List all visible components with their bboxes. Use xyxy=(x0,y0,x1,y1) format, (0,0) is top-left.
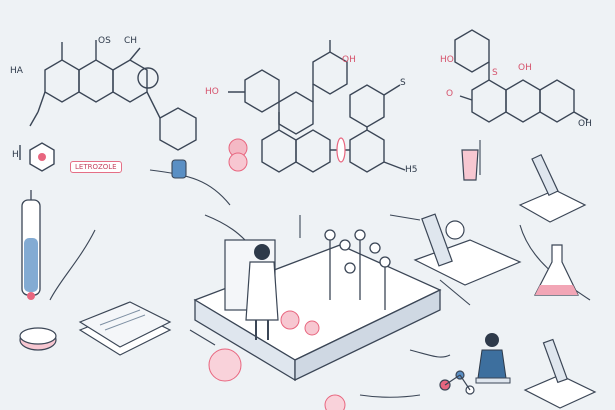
drug-name-label: LETROZOLE xyxy=(70,161,122,173)
atom-ch: CH xyxy=(124,36,138,46)
pink-sphere-pair xyxy=(228,138,248,172)
molecule-left-hex-pink xyxy=(29,142,55,172)
atom-ha: HA xyxy=(10,66,23,76)
document-stack xyxy=(78,301,172,356)
pink-capsule xyxy=(336,137,346,163)
atom-oh-right: OH xyxy=(518,63,532,73)
molecule-right xyxy=(454,29,589,123)
molecular-model-chain xyxy=(324,229,391,310)
microscope-small xyxy=(518,153,587,223)
petri-dish xyxy=(19,327,57,351)
atom-ho-center: HO xyxy=(205,87,219,97)
atom-o-right: O xyxy=(446,89,454,99)
atom-ho-right: HO xyxy=(440,55,454,65)
erlenmeyer-flask xyxy=(534,244,579,296)
atom-s-center: S xyxy=(400,78,406,88)
seated-researcher xyxy=(475,333,511,384)
molecule-left xyxy=(19,40,197,160)
blue-vial xyxy=(171,159,187,179)
microscope-bottom xyxy=(523,338,597,409)
pink-beaker xyxy=(461,149,479,181)
graduated-cylinder xyxy=(21,190,41,300)
atom-s-right: S xyxy=(492,68,498,78)
flow-arrows xyxy=(49,140,591,398)
atom-os: OS xyxy=(98,36,111,46)
scientist-figure xyxy=(245,244,279,340)
molecule-bottom xyxy=(439,370,475,395)
atom-oh-center: OH xyxy=(342,55,356,65)
pink-sphere-cluster xyxy=(208,310,346,410)
atom-h: H xyxy=(12,150,19,160)
atom-oh-far: OH xyxy=(578,119,592,129)
microscope-large xyxy=(413,213,522,286)
molecule-center xyxy=(228,40,406,173)
atom-h5: H5 xyxy=(405,165,418,175)
